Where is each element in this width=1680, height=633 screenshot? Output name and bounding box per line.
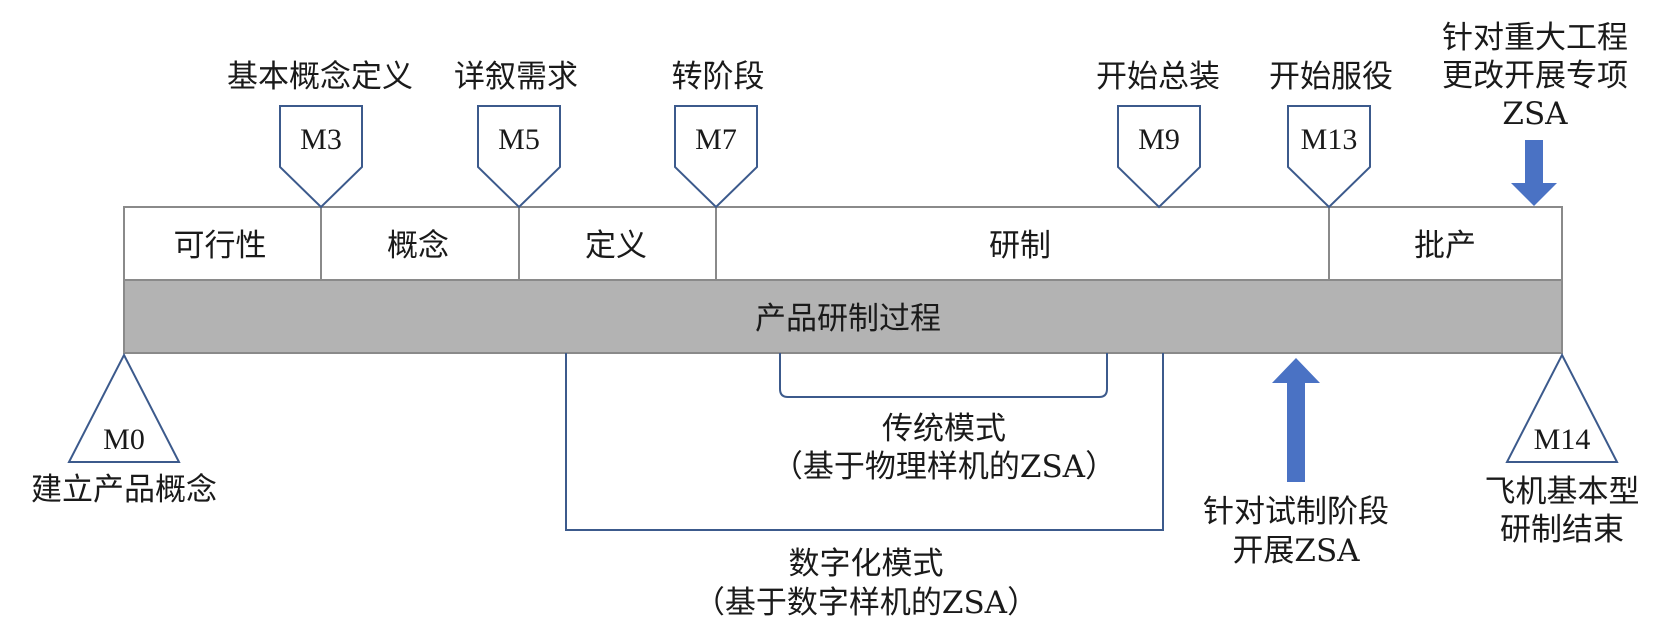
milestone-code: M13 [1301,123,1358,156]
milestone-caption: 开始总装 [1096,59,1220,95]
process-bar: 产品研制过程 [123,279,1563,354]
process-bar-label: 产品研制过程 [755,301,941,337]
milestone-marker [67,352,181,463]
milestone-marker [279,105,363,209]
phase-row: 可行性 概念 定义 研制 批产 [123,206,1563,281]
phase-label-feasibility: 可行性 [174,228,267,264]
milestone-m3: M3 基本概念定义 [227,59,413,209]
digital-mode-subtitle: （基于数字样机的ZSA） [694,585,1038,621]
major-change-zsa-line: 更改开展专项 [1442,58,1628,94]
milestone-caption-line: 研制结束 [1500,512,1624,548]
milestone-code: M0 [103,423,145,456]
phase-label-definition: 定义 [585,228,647,264]
process-bar-rect [123,279,1563,354]
traditional-mode-bracket [779,353,1108,398]
milestone-code: M3 [300,123,342,156]
digital-mode: 数字化模式 （基于数字样机的ZSA） [565,353,1164,621]
phase-label-concept: 概念 [387,228,449,264]
milestone-marker [1117,105,1201,209]
digital-mode-bracket [565,353,1164,531]
milestone-caption: 基本概念定义 [227,59,413,95]
milestone-m7: M7 转阶段 [672,59,765,209]
trial-zsa-annotation: 针对试制阶段 开展ZSA [1203,358,1389,569]
major-change-zsa-line: 针对重大工程 [1442,20,1628,56]
trial-zsa-line: 针对试制阶段 [1203,494,1389,530]
milestone-m9: M9 开始总装 [1096,59,1220,209]
major-change-zsa-annotation: 针对重大工程 更改开展专项 ZSA [1442,20,1628,206]
milestone-m5: M5 详叙需求 [454,59,578,209]
down-arrow-icon [1511,140,1557,206]
up-arrow-icon [1272,358,1320,482]
phase-label-development: 研制 [989,228,1051,264]
milestone-marker [1505,352,1619,463]
milestone-m13: M13 开始服役 [1269,59,1393,209]
milestone-marker [1287,105,1371,209]
trial-zsa-line: 开展ZSA [1232,533,1360,569]
milestone-caption: 建立产品概念 [31,472,217,508]
traditional-mode: 传统模式 （基于物理样机的ZSA） [772,353,1116,485]
digital-mode-title: 数字化模式 [789,546,944,582]
major-change-zsa-line: ZSA [1502,96,1568,132]
milestone-caption: 详叙需求 [454,59,578,95]
milestone-caption: 开始服役 [1269,59,1393,95]
milestone-code: M5 [498,123,540,156]
milestone-code: M14 [1534,423,1591,456]
milestone-caption: 转阶段 [672,59,765,95]
phase-row-frame [123,206,1563,281]
milestone-marker [674,105,758,209]
milestone-code: M9 [1138,123,1180,156]
milestone-m0: M0 建立产品概念 [31,352,217,508]
milestone-marker [477,105,561,209]
milestone-code: M7 [695,123,737,156]
milestone-m14: M14 飞机基本型 研制结束 [1485,352,1640,548]
phase-label-production: 批产 [1414,228,1476,264]
traditional-mode-title: 传统模式 [882,411,1006,447]
traditional-mode-subtitle: （基于物理样机的ZSA） [772,449,1116,485]
milestone-caption-line: 飞机基本型 [1485,474,1640,510]
